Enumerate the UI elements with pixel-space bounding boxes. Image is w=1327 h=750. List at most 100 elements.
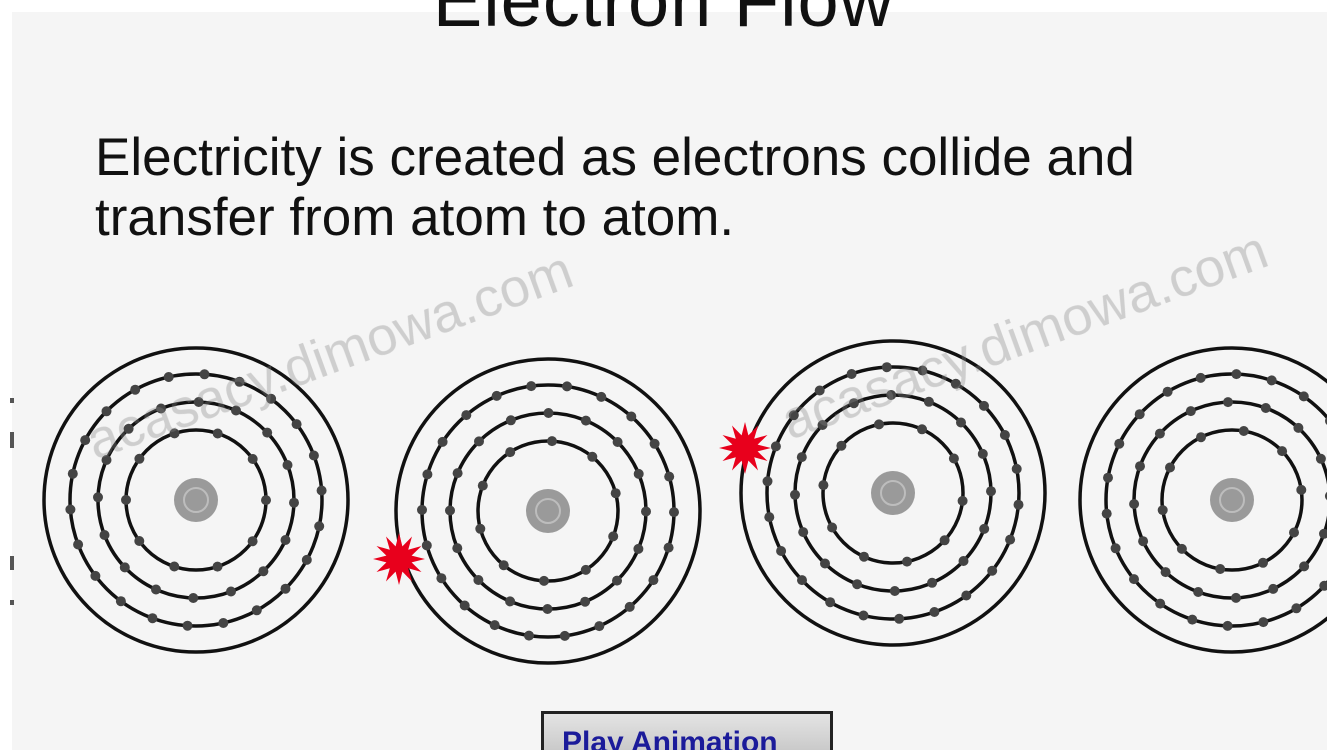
electron bbox=[874, 419, 884, 430]
electron bbox=[827, 522, 838, 533]
electron bbox=[796, 452, 807, 463]
electron bbox=[289, 497, 299, 508]
electron bbox=[539, 575, 549, 586]
electron bbox=[231, 405, 241, 416]
electron bbox=[445, 505, 455, 516]
electron bbox=[820, 558, 830, 569]
electron bbox=[1258, 617, 1269, 628]
electron bbox=[218, 618, 229, 628]
electron bbox=[858, 610, 869, 621]
electron bbox=[979, 523, 990, 534]
electron bbox=[282, 460, 293, 470]
electron bbox=[1299, 561, 1310, 572]
electron-shell bbox=[821, 421, 965, 565]
electron bbox=[119, 562, 130, 573]
electron-shell bbox=[42, 346, 350, 654]
electron bbox=[475, 523, 486, 534]
electron bbox=[859, 551, 869, 562]
electron bbox=[473, 575, 484, 585]
electron bbox=[1103, 472, 1113, 483]
electron bbox=[422, 469, 433, 480]
electron bbox=[489, 620, 500, 631]
electron bbox=[836, 440, 847, 451]
electron-shell bbox=[1160, 428, 1304, 572]
electron bbox=[852, 579, 863, 590]
electron bbox=[986, 486, 996, 497]
electron bbox=[280, 583, 291, 594]
electron bbox=[1138, 536, 1149, 547]
electron bbox=[123, 423, 134, 434]
electron bbox=[817, 420, 828, 430]
electron-shell bbox=[394, 357, 702, 665]
electron bbox=[958, 556, 969, 566]
electron bbox=[1258, 557, 1268, 568]
electron bbox=[1222, 620, 1233, 631]
electron bbox=[669, 507, 679, 518]
electron bbox=[266, 393, 277, 404]
electron bbox=[121, 494, 131, 505]
electron bbox=[543, 408, 554, 418]
electron bbox=[1134, 409, 1145, 420]
electron bbox=[1110, 543, 1121, 554]
electron bbox=[1296, 484, 1307, 495]
atom bbox=[1078, 346, 1327, 654]
electron bbox=[626, 411, 637, 422]
electron bbox=[1324, 491, 1327, 501]
electron bbox=[80, 435, 91, 446]
nucleus bbox=[1210, 478, 1254, 522]
play-animation-button[interactable]: Play Animation bbox=[541, 711, 833, 750]
electron bbox=[101, 406, 112, 417]
electron bbox=[641, 506, 651, 517]
electron bbox=[421, 540, 432, 551]
electron bbox=[1238, 426, 1249, 436]
electron bbox=[1268, 583, 1279, 594]
electron bbox=[612, 575, 622, 586]
electron bbox=[648, 575, 659, 586]
electron bbox=[1231, 369, 1242, 380]
electron bbox=[1162, 386, 1173, 397]
top-margin bbox=[0, 0, 1327, 12]
electron bbox=[182, 620, 193, 631]
electron bbox=[199, 369, 210, 380]
electron bbox=[1005, 534, 1016, 545]
electron bbox=[505, 415, 516, 426]
electron bbox=[90, 570, 101, 581]
electron bbox=[147, 613, 158, 624]
electron bbox=[1187, 614, 1198, 625]
electron bbox=[612, 437, 623, 447]
electron bbox=[957, 495, 968, 506]
electron bbox=[923, 396, 934, 407]
electron bbox=[948, 453, 959, 464]
electron bbox=[498, 560, 509, 571]
electron bbox=[825, 597, 836, 608]
electron bbox=[188, 593, 199, 603]
electron bbox=[505, 447, 516, 458]
electron bbox=[987, 565, 998, 576]
collision-burst bbox=[719, 422, 771, 474]
electron bbox=[226, 586, 236, 597]
electron bbox=[917, 365, 928, 376]
electron bbox=[258, 566, 269, 577]
electron bbox=[417, 504, 427, 515]
electron bbox=[212, 428, 223, 439]
electron bbox=[1266, 375, 1277, 386]
electron bbox=[547, 436, 557, 447]
electron bbox=[939, 535, 950, 546]
electron-shell bbox=[68, 372, 324, 628]
electron bbox=[818, 480, 829, 491]
electron bbox=[193, 397, 204, 407]
electron bbox=[917, 424, 927, 435]
electron bbox=[437, 436, 448, 447]
electron bbox=[1298, 391, 1309, 402]
electron bbox=[247, 536, 258, 547]
electron-shell bbox=[765, 365, 1021, 621]
electron bbox=[956, 417, 966, 428]
electron bbox=[1223, 397, 1233, 408]
electron bbox=[452, 468, 463, 479]
electron bbox=[280, 535, 291, 545]
electron bbox=[314, 521, 325, 532]
electron bbox=[461, 410, 472, 421]
electron bbox=[115, 596, 126, 607]
electron bbox=[1101, 508, 1112, 519]
